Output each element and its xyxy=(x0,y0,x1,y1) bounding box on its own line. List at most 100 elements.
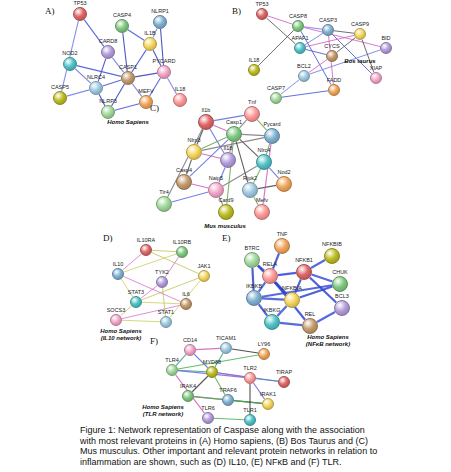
protein-bubble xyxy=(328,84,340,96)
panel-letter: F) xyxy=(150,336,170,346)
protein-label: IL1B xyxy=(128,30,172,37)
protein-bubble xyxy=(284,292,300,308)
protein-label: CASP7 xyxy=(254,85,298,92)
protein-label: CASP3 xyxy=(306,17,350,24)
protein-label: IL18 xyxy=(158,86,202,93)
protein-node: IRAK4 xyxy=(166,383,210,402)
protein-label: NFKBIB xyxy=(310,241,354,248)
interaction-line xyxy=(62,21,79,91)
interaction-line xyxy=(103,80,122,86)
protein-node: IL10RB xyxy=(160,239,204,258)
interaction-line xyxy=(262,298,284,299)
protein-node: LY96 xyxy=(242,341,286,360)
protein-bubble xyxy=(270,92,282,104)
protein-node: NLRP3 xyxy=(86,98,130,119)
protein-bubble xyxy=(324,248,340,264)
interaction-line xyxy=(213,125,226,131)
protein-label: MYD88 xyxy=(190,359,234,366)
panel-letter: B) xyxy=(232,6,252,16)
protein-node: Il1b xyxy=(184,107,228,130)
protein-bubble xyxy=(198,114,214,130)
protein-label: IKBKG xyxy=(250,307,294,314)
protein-bubble xyxy=(53,91,67,105)
protein-bubble xyxy=(256,8,268,20)
protein-bubble xyxy=(380,42,392,54)
protein-bubble xyxy=(182,390,194,402)
protein-bubble xyxy=(254,204,270,220)
interaction-line xyxy=(300,287,333,298)
protein-node: NLRP1 xyxy=(138,8,182,29)
protein-label: CARD8 xyxy=(86,38,130,45)
protein-label: TP53 xyxy=(58,0,102,7)
protein-label: APAF1 xyxy=(278,35,322,42)
protein-label: Card9 xyxy=(204,197,248,204)
protein-node: TLR1 xyxy=(228,407,272,426)
protein-label: IL6 xyxy=(164,291,208,298)
protein-node: IL10RA xyxy=(124,237,168,256)
protein-node: CARD8 xyxy=(86,38,130,59)
interaction-line xyxy=(152,250,176,251)
interaction-line xyxy=(67,90,90,96)
protein-label: CHUK xyxy=(318,269,362,276)
protein-node: MEFV xyxy=(124,88,168,109)
network-title: Homo Sapiens (IL10 network) xyxy=(96,328,146,342)
interaction-line xyxy=(278,273,296,275)
protein-node: TNF xyxy=(260,231,304,254)
interaction-line xyxy=(123,254,142,270)
protein-label: CD14 xyxy=(168,337,212,344)
network-title: Mus musculus xyxy=(195,223,255,230)
protein-bubble xyxy=(208,182,224,198)
interaction-line xyxy=(258,185,276,188)
protein-node: APAF1 xyxy=(278,35,322,54)
network-title: Homo Sapiens (TLR network) xyxy=(140,404,186,418)
protein-node: RELA xyxy=(248,261,292,284)
protein-node: BID xyxy=(364,35,408,54)
protein-bubble xyxy=(242,182,258,198)
protein-bubble xyxy=(198,270,210,282)
protein-node: Il18 xyxy=(206,145,250,168)
protein-label: TLR4 xyxy=(150,357,194,364)
protein-label: TRAF6 xyxy=(206,387,250,394)
protein-bubble xyxy=(248,64,260,76)
protein-bubble xyxy=(258,348,270,360)
protein-label: BCL2 xyxy=(282,63,326,70)
protein-label: TIRAP xyxy=(262,369,306,376)
protein-bubble xyxy=(296,264,312,280)
interaction-line xyxy=(122,320,160,322)
protein-node: REL xyxy=(288,311,332,334)
protein-label: IL10RB xyxy=(160,239,204,246)
protein-bubble xyxy=(244,252,260,268)
interaction-line xyxy=(135,73,157,77)
protein-node: Casp1 xyxy=(212,119,256,142)
protein-bubble xyxy=(322,24,334,36)
interaction-line xyxy=(258,30,294,66)
network-title: Homo Sapiens xyxy=(98,119,158,126)
figure-caption: Figure 1: Network representation of Casp… xyxy=(80,425,380,467)
protein-node: CASP1 xyxy=(106,64,150,85)
protein-label: IRAK4 xyxy=(166,383,210,390)
protein-bubble xyxy=(226,126,242,142)
protein-bubble xyxy=(264,314,280,330)
protein-node: Card9 xyxy=(204,197,248,220)
protein-bubble xyxy=(157,65,171,79)
protein-bubble xyxy=(206,366,218,378)
protein-label: Mefv xyxy=(240,197,284,204)
protein-node: CASP3 xyxy=(306,17,350,36)
protein-bubble xyxy=(156,276,168,288)
protein-node: IKBKG xyxy=(250,307,294,330)
protein-node: CASP4 xyxy=(100,12,144,33)
protein-node: CASP9 xyxy=(338,21,382,40)
interaction-line xyxy=(266,18,295,44)
protein-label: IRAK1 xyxy=(246,391,290,398)
protein-bubble xyxy=(274,238,290,254)
protein-node: Nod2 xyxy=(262,169,306,192)
protein-label: TNF xyxy=(260,231,304,238)
interaction-line xyxy=(214,418,244,419)
protein-node: CASP8 xyxy=(276,13,320,32)
protein-label: BID xyxy=(364,35,408,42)
interaction-line xyxy=(232,349,258,353)
network-title: Bos taurus xyxy=(340,58,380,65)
protein-bubble xyxy=(298,70,310,82)
panel-letter: C) xyxy=(150,103,170,113)
